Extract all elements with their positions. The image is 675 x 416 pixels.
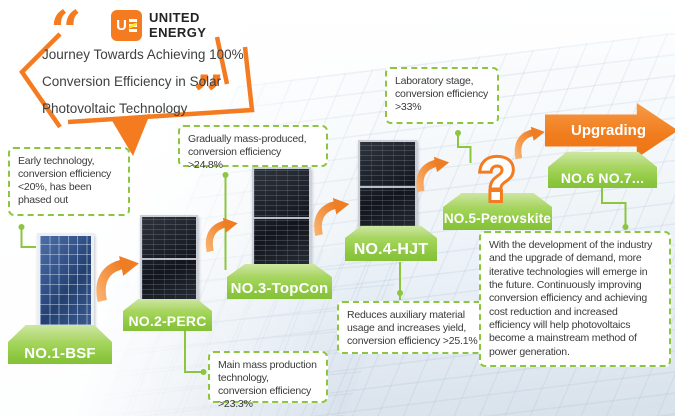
- pedestal-top-future: [548, 152, 657, 167]
- upgrading-label: Upgrading: [571, 122, 646, 139]
- title-line-1: Journey Towards Achieving 100%: [42, 47, 244, 62]
- close-quote-icon: ”: [193, 63, 225, 128]
- callout-future: With the development of the industry and…: [479, 231, 671, 367]
- callout-hjt: Reduces auxiliary material usage and inc…: [337, 301, 504, 354]
- solar-panel-perc: [140, 215, 198, 302]
- stage-arrow-5-6-icon: [514, 126, 545, 160]
- stage-label-perovskite: NO.5-Perovskite: [443, 207, 552, 230]
- pedestal-top-hjt: [345, 226, 437, 238]
- callout-perovskite: Laboratory stage, conversion efficiency …: [385, 67, 499, 124]
- stage-label-hjt: NO.4-HJT: [345, 238, 437, 261]
- title-line-3: Photovoltaic Technology: [42, 101, 188, 116]
- callout-bsf: Early technology, conversion efficiency …: [8, 147, 130, 216]
- pedestal-top-perovskite: [443, 193, 552, 207]
- callout-perc: Main mass production technology, convers…: [208, 351, 328, 410]
- pedestal-top-perc: [123, 299, 212, 311]
- solar-panel-bsf: [37, 233, 94, 338]
- open-quote-icon: “: [50, 0, 82, 63]
- logo-mark-icon: U: [111, 10, 142, 41]
- solar-panel-topcon: [252, 167, 311, 268]
- solar-panel-hjt: [358, 140, 417, 233]
- pedestal-top-topcon: [227, 264, 332, 277]
- stage-arrow-1-2-icon: [96, 256, 139, 302]
- speech-bubble-outline: [19, 32, 255, 156]
- title-line-2: Conversion Efficiency in Solar: [42, 74, 222, 89]
- united-energy-logo: U UNITED ENERGY: [111, 10, 206, 41]
- stage-label-perc: NO.2-PERC: [123, 311, 212, 331]
- question-mark-icon: ?: [476, 144, 519, 214]
- logo-company-name: UNITED ENERGY: [149, 10, 207, 40]
- stage-label-topcon: NO.3-TopCon: [227, 277, 332, 299]
- speech-bubble-tail: [111, 114, 150, 156]
- svg-text:?: ?: [479, 146, 516, 213]
- stage-label-future: NO.6 NO.7...: [548, 167, 657, 188]
- callout-topcon: Gradually mass-produced, conversion effi…: [178, 125, 328, 171]
- stage-arrow-2-3-icon: [205, 217, 238, 253]
- stage-label-bsf: NO.1-BSF: [8, 342, 112, 364]
- stage-arrow-3-4-icon: [314, 198, 350, 236]
- stage-arrow-4-5-icon: [416, 156, 450, 193]
- page-title: Journey Towards Achieving 100% Conversio…: [42, 41, 257, 122]
- pedestal-top-bsf: [8, 325, 112, 342]
